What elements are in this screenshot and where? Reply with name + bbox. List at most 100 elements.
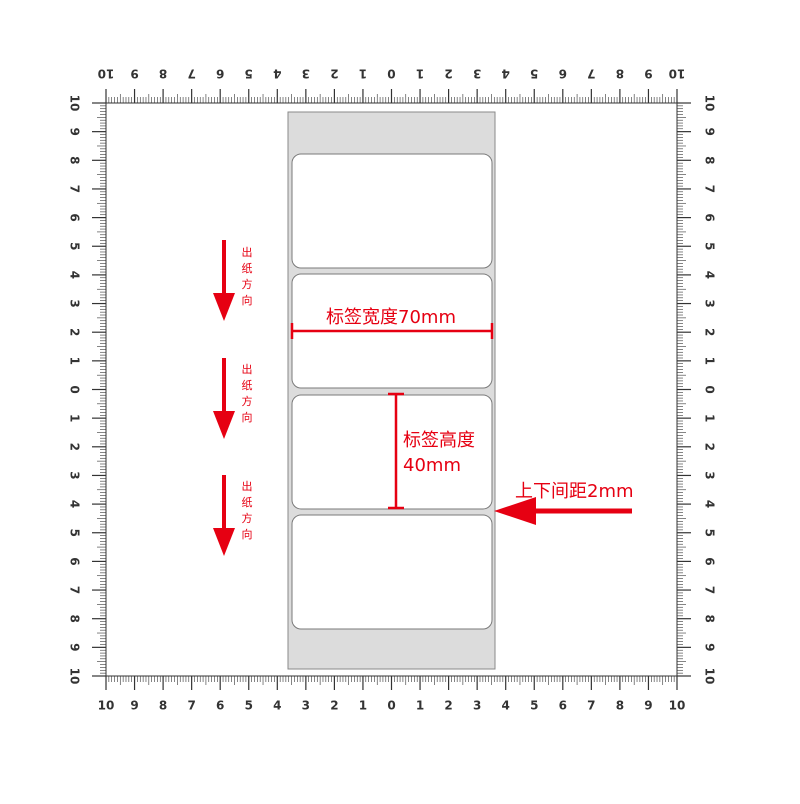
ruler-tick-label: 0 xyxy=(703,385,717,393)
ruler-tick-label: 4 xyxy=(273,67,281,81)
ruler-tick-label: 2 xyxy=(68,328,82,336)
ruler-tick-label: 6 xyxy=(216,699,224,713)
ruler-tick-label: 4 xyxy=(68,271,82,279)
gap-label: 上下间距2mm xyxy=(515,481,634,502)
ruler-tick-label: 9 xyxy=(644,67,652,81)
ruler-tick-label: 5 xyxy=(68,242,82,250)
direction-char: 纸 xyxy=(242,379,253,392)
ruler-tick-label: 4 xyxy=(68,500,82,508)
ruler-tick-label: 9 xyxy=(703,643,717,651)
ruler-tick-label: 4 xyxy=(273,699,281,713)
ruler-tick-label: 8 xyxy=(703,615,717,623)
direction-char: 出 xyxy=(242,362,253,376)
ruler-tick-label: 5 xyxy=(703,529,717,537)
ruler-tick-label: 6 xyxy=(68,213,82,221)
direction-char: 向 xyxy=(242,410,253,424)
direction-char: 向 xyxy=(242,527,253,541)
ruler-tick-label: 7 xyxy=(68,185,82,193)
ruler-tick-label: 2 xyxy=(444,699,452,713)
ruler-tick-label: 5 xyxy=(530,699,538,713)
ruler-tick-label: 4 xyxy=(502,699,510,713)
ruler-tick-label: 1 xyxy=(68,357,82,365)
ruler-tick-label: 7 xyxy=(187,67,195,81)
ruler-tick-label: 8 xyxy=(703,156,717,164)
ruler-tick-label: 3 xyxy=(302,67,310,81)
ruler-tick-label: 0 xyxy=(387,699,395,713)
ruler-tick-label: 2 xyxy=(444,67,452,81)
ruler-tick-label: 8 xyxy=(616,67,624,81)
ruler-tick-label: 4 xyxy=(703,271,717,279)
direction-char: 出 xyxy=(242,479,253,493)
ruler-tick-label: 1 xyxy=(68,414,82,422)
paper-direction-arrow-2: 出 纸 方 向 xyxy=(213,358,253,439)
height-label-line2: 40mm xyxy=(403,455,461,476)
ruler-tick-label: 5 xyxy=(703,242,717,250)
label-blank-4 xyxy=(291,514,493,630)
paper-direction-arrow-1: 出 纸 方 向 xyxy=(213,240,253,321)
ruler-tick-label: 9 xyxy=(130,699,138,713)
direction-char: 方 xyxy=(242,394,253,408)
ruler-tick-label: 1 xyxy=(359,699,367,713)
ruler-tick-label: 2 xyxy=(703,328,717,336)
ruler-tick-label: 7 xyxy=(68,586,82,594)
ruler-tick-label: 5 xyxy=(245,67,253,81)
ruler-tick-label: 6 xyxy=(559,67,567,81)
ruler-tick-label: 10 xyxy=(703,668,717,685)
ruler-tick-label: 10 xyxy=(98,699,115,713)
ruler-tick-label: 8 xyxy=(68,615,82,623)
height-label-line1: 标签高度 xyxy=(403,430,475,451)
height-dimension xyxy=(388,392,404,510)
ruler-tick-label: 1 xyxy=(703,414,717,422)
ruler-tick-label: 6 xyxy=(68,557,82,565)
ruler-tick-label: 9 xyxy=(644,699,652,713)
ruler-tick-label: 2 xyxy=(330,699,338,713)
direction-char: 纸 xyxy=(242,262,253,275)
ruler-tick-label: 10 xyxy=(669,67,686,81)
ruler-tick-label: 4 xyxy=(502,67,510,81)
ruler-tick-label: 5 xyxy=(530,67,538,81)
direction-char: 出 xyxy=(242,245,253,259)
ruler-tick-label: 6 xyxy=(559,699,567,713)
ruler-tick-label: 8 xyxy=(159,699,167,713)
ruler-tick-label: 4 xyxy=(703,500,717,508)
ruler-tick-label: 7 xyxy=(187,699,195,713)
label-blank-1 xyxy=(291,153,493,269)
ruler-tick-label: 9 xyxy=(68,127,82,135)
ruler-tick-label: 3 xyxy=(473,67,481,81)
ruler-tick-label: 3 xyxy=(703,299,717,307)
arrow-down-icon xyxy=(213,475,235,556)
ruler-tick-label: 7 xyxy=(587,67,595,81)
ruler-tick-label: 10 xyxy=(98,67,115,81)
ruler-tick-label: 1 xyxy=(703,357,717,365)
arrow-down-icon xyxy=(213,240,235,321)
paper-direction-arrow-3: 出 纸 方 向 xyxy=(213,475,253,556)
ruler-tick-label: 3 xyxy=(68,299,82,307)
ruler-tick-label: 9 xyxy=(703,127,717,135)
ruler-tick-label: 3 xyxy=(473,699,481,713)
ruler-tick-label: 5 xyxy=(245,699,253,713)
ruler-tick-label: 10 xyxy=(68,95,82,112)
direction-char: 纸 xyxy=(242,496,253,509)
ruler-tick-label: 0 xyxy=(387,67,395,81)
label-blank-3 xyxy=(291,394,493,510)
ruler-tick-label: 0 xyxy=(68,385,82,393)
ruler-tick-label: 1 xyxy=(416,699,424,713)
ruler-tick-label: 1 xyxy=(359,67,367,81)
width-dimension xyxy=(290,323,494,339)
ruler-tick-label: 1 xyxy=(416,67,424,81)
direction-char: 向 xyxy=(242,293,253,307)
ruler-tick-label: 6 xyxy=(703,213,717,221)
ruler-tick-label: 5 xyxy=(68,529,82,537)
ruler-tick-label: 6 xyxy=(216,67,224,81)
width-label: 标签宽度70mm xyxy=(326,307,456,328)
arrow-left-icon xyxy=(494,497,632,525)
ruler-tick-label: 3 xyxy=(68,471,82,479)
ruler-tick-label: 10 xyxy=(68,668,82,685)
ruler-tick-label: 7 xyxy=(703,185,717,193)
ruler-tick-label: 7 xyxy=(587,699,595,713)
ruler-tick-label: 8 xyxy=(159,67,167,81)
ruler-tick-label: 2 xyxy=(703,443,717,451)
